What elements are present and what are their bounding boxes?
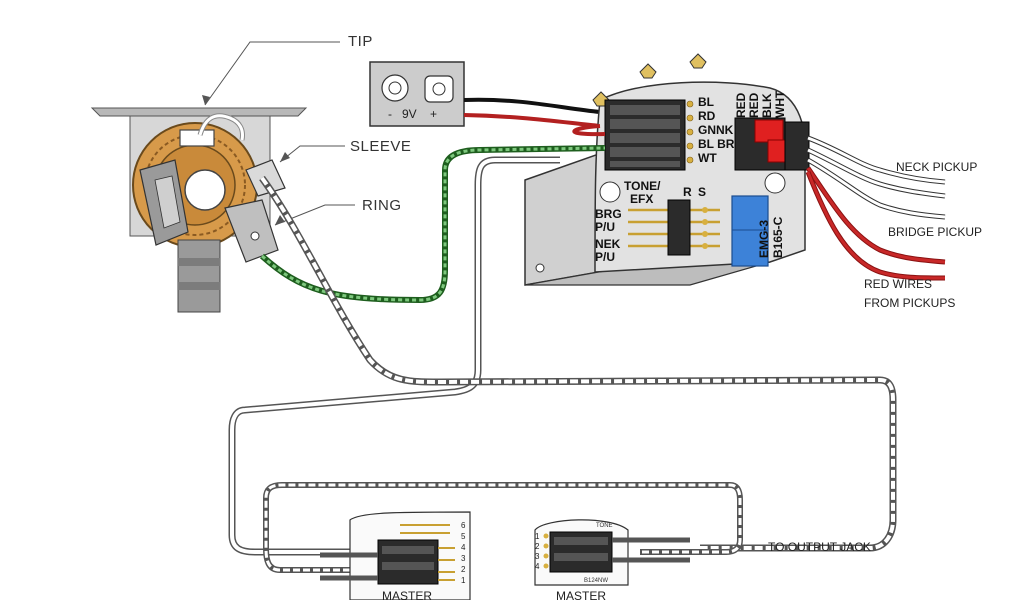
- vol-pin-3: 3: [461, 554, 466, 563]
- battery-clip: [369, 61, 465, 127]
- sleeve-label: SLEEVE: [350, 138, 411, 155]
- battery-plus: +: [430, 107, 437, 121]
- vol-pin-6: 6: [461, 521, 466, 530]
- neck-pickup-label: NECK PICKUP: [896, 160, 977, 174]
- vol-pin-5: 5: [461, 532, 466, 541]
- brg-2: P/U: [595, 220, 615, 234]
- tone-pin-2: 2: [535, 542, 540, 551]
- master-volume-title: MASTER: [382, 589, 432, 600]
- model-2: B165-C: [771, 216, 785, 258]
- tone-pin-4: 4: [535, 562, 540, 571]
- pin-rd: RD: [698, 109, 716, 123]
- red-wires-label-1: RED WIRES: [864, 277, 932, 291]
- emg-board: [524, 53, 810, 286]
- output-jack-label: TO OUTPUT JACK: [768, 540, 871, 554]
- tone-efx-2: EFX: [630, 192, 653, 206]
- master-volume-pot: [320, 511, 471, 600]
- label-s: S: [698, 185, 706, 199]
- model-1: EMG-3: [757, 220, 771, 258]
- pin-bl: BL: [698, 95, 714, 109]
- bridge-pickup-label: BRIDGE PICKUP: [888, 225, 982, 239]
- vol-pin-2: 2: [461, 565, 466, 574]
- vol-pin-4: 4: [461, 543, 466, 552]
- master-tone-pot: [534, 519, 690, 586]
- nek-1: NEK: [595, 237, 621, 251]
- vol-pin-1: 1: [461, 576, 466, 585]
- pin-wt: WT: [698, 151, 717, 165]
- battery-minus: -: [388, 107, 392, 121]
- ring-label: RING: [362, 197, 402, 214]
- pin-top-wht: WHT: [773, 90, 787, 118]
- tone-efx-1: TONE/: [624, 179, 661, 193]
- pin-bl-br: BL BR: [698, 137, 735, 151]
- tip-label: TIP: [348, 33, 373, 50]
- pin-gnnk: GNNK: [698, 123, 734, 137]
- brg-1: BRG: [595, 207, 622, 221]
- pin-top-red-2: RED: [747, 92, 761, 118]
- tone-header: TONE: [596, 523, 613, 529]
- tone-pin-1: 1: [535, 532, 540, 541]
- battery-voltage: 9V: [402, 107, 417, 121]
- jack-wires: [228, 124, 897, 573]
- label-r: R: [683, 185, 692, 199]
- red-wires-label-2: FROM PICKUPS: [864, 296, 955, 310]
- tone-pin-3: 3: [535, 552, 540, 561]
- pin-top-blk: BLK: [760, 93, 774, 118]
- battery-wires: [463, 97, 601, 128]
- pickup-wires: [805, 135, 946, 281]
- nek-2: P/U: [595, 250, 615, 264]
- output-jack: [90, 107, 308, 313]
- tone-code: B124NW: [584, 578, 608, 584]
- pin-top-red-1: RED: [734, 92, 748, 118]
- master-tone-title: MASTER: [556, 589, 606, 600]
